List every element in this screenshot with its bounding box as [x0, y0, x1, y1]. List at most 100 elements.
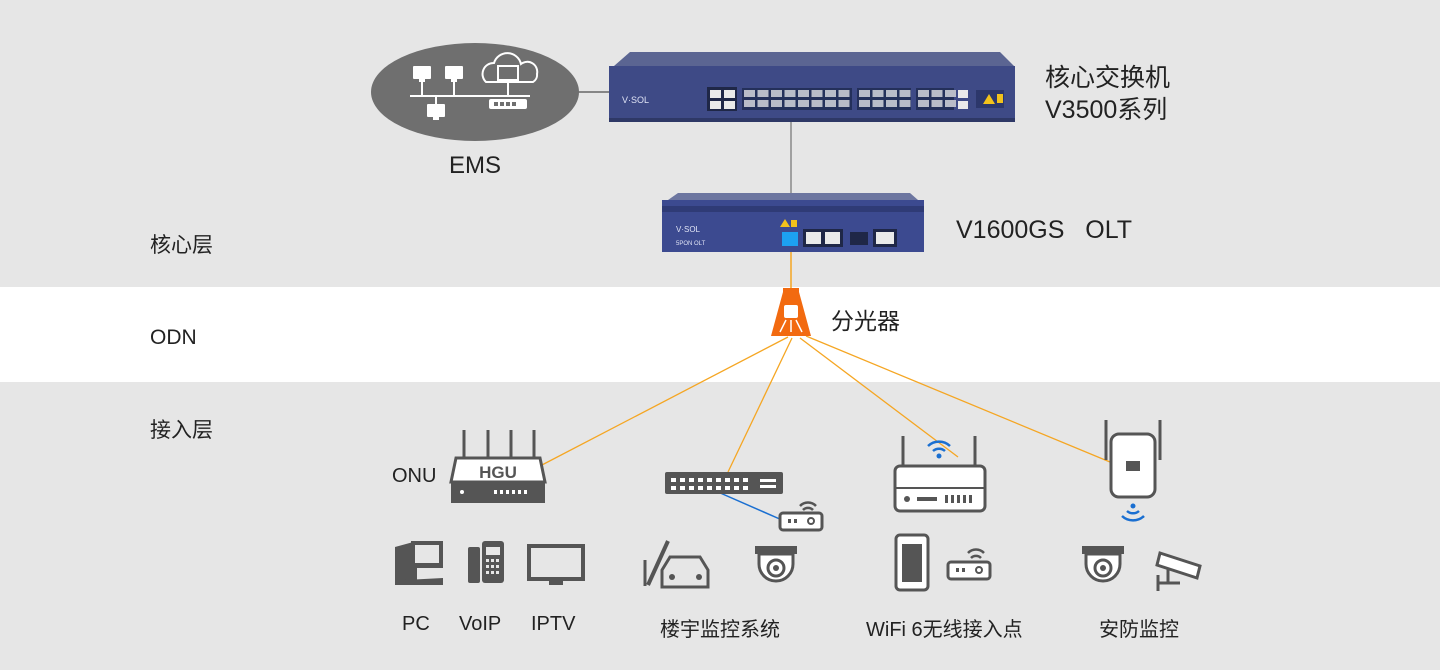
- layer-label-core: 核心层: [150, 234, 213, 257]
- vent-slot: [756, 207, 758, 211]
- vent-slot: [792, 207, 794, 211]
- barrier-gate-icon: [643, 540, 710, 589]
- sfp-port: [886, 100, 897, 107]
- vent-slot: [884, 207, 886, 211]
- bullet-camera-icon: [1155, 551, 1202, 591]
- wifi-signal-icon: [927, 440, 951, 453]
- vent-slot: [820, 207, 822, 211]
- vent-slot: [704, 207, 706, 211]
- sfp-port: [945, 100, 956, 107]
- sfp-port: [811, 100, 823, 107]
- sfp-port: [838, 90, 850, 97]
- vent-slot: [760, 207, 762, 211]
- dome-camera-icon: [755, 546, 797, 583]
- sfp-port: [859, 90, 870, 97]
- olt-device: V·SOL 5PON OLT: [662, 193, 924, 252]
- endpoint-label-voip: VoIP: [459, 613, 502, 635]
- sfp-port: [872, 90, 884, 97]
- vent-slot: [740, 207, 742, 211]
- vent-slot: [676, 207, 678, 211]
- vent-slot: [896, 207, 898, 211]
- wall-ap-icon: [1104, 420, 1162, 522]
- vent-slot: [764, 207, 766, 211]
- vent-slot: [772, 207, 774, 211]
- vent-slot: [800, 207, 802, 211]
- vent-slot: [840, 207, 842, 211]
- vent-slot: [752, 207, 754, 211]
- vent-slot: [880, 207, 882, 211]
- sfp-port: [757, 100, 769, 107]
- vent-slot: [680, 207, 682, 211]
- core-switch-name-line1: 核心交换机: [1045, 64, 1171, 92]
- smartphone-icon: [894, 533, 930, 592]
- vent-slot: [812, 207, 814, 211]
- vent-slot: [856, 207, 858, 211]
- vent-slot: [808, 207, 810, 211]
- vent-slot: [696, 207, 698, 211]
- wifi6-ap-icon: [893, 436, 987, 513]
- sfp-port: [886, 90, 897, 97]
- vent-slot: [744, 207, 746, 211]
- pc-icon: [395, 541, 443, 585]
- vent-slot: [708, 207, 710, 211]
- sfp-ports: [744, 90, 956, 107]
- core-switch-name-line2: V3500系列: [1045, 96, 1168, 124]
- sfp-port: [811, 90, 823, 97]
- endpoint-label-pc: PC: [402, 613, 430, 635]
- vent-slot: [784, 207, 786, 211]
- sfp-port: [931, 100, 943, 107]
- layer-label-odn: ODN: [150, 326, 197, 349]
- vent-slot: [724, 207, 726, 211]
- vent-slot: [868, 207, 870, 211]
- sfp-port: [784, 90, 796, 97]
- vent-slot: [796, 207, 798, 211]
- wifi-signal-icon: [1121, 509, 1145, 522]
- ems-label: EMS: [449, 152, 502, 179]
- olt-vents: [672, 207, 910, 211]
- vent-slot: [844, 207, 846, 211]
- vent-slot: [908, 207, 910, 211]
- vent-slot: [860, 207, 862, 211]
- vent-slot: [788, 207, 790, 211]
- endpoint-label-building: 楼宇监控系统: [660, 619, 780, 641]
- onu-label: ONU: [392, 465, 437, 487]
- odn-layer-band: [0, 287, 1440, 382]
- sfp-port: [825, 100, 836, 107]
- vent-slot: [848, 207, 850, 211]
- vent-slot: [836, 207, 838, 211]
- vent-slot: [688, 207, 690, 211]
- vent-slot: [872, 207, 874, 211]
- sfp-port: [918, 100, 929, 107]
- splitter-icon: [771, 288, 811, 336]
- layer-label-access: 接入层: [150, 419, 213, 442]
- sfp-port: [872, 100, 884, 107]
- sfp-port: [838, 100, 850, 107]
- hgu-text: HGU: [479, 463, 517, 482]
- sfp-port: [744, 100, 755, 107]
- vent-slot: [720, 207, 722, 211]
- cloud-icon: [481, 52, 539, 83]
- ems-group: [371, 43, 579, 141]
- monitor-icon: [445, 66, 463, 82]
- core-switch-device: V·SOL: [609, 52, 1015, 122]
- vent-slot: [832, 207, 834, 211]
- vent-slot: [684, 207, 686, 211]
- vent-slot: [892, 207, 894, 211]
- monitor-icon: [427, 104, 445, 120]
- vent-slot: [776, 207, 778, 211]
- sfp-port: [825, 90, 836, 97]
- sfp-port: [744, 90, 755, 97]
- vent-slot: [736, 207, 738, 211]
- ems-ellipse: [371, 43, 579, 141]
- vent-slot: [748, 207, 750, 211]
- vent-slot: [728, 207, 730, 211]
- vent-slot: [900, 207, 902, 211]
- access-layer-band: [0, 382, 1440, 670]
- vent-slot: [864, 207, 866, 211]
- vent-slot: [904, 207, 906, 211]
- sfp-port: [771, 100, 782, 107]
- endpoint-label-security: 安防监控: [1099, 619, 1179, 641]
- monitor-icon: [497, 65, 519, 81]
- iptv-icon: [527, 544, 585, 585]
